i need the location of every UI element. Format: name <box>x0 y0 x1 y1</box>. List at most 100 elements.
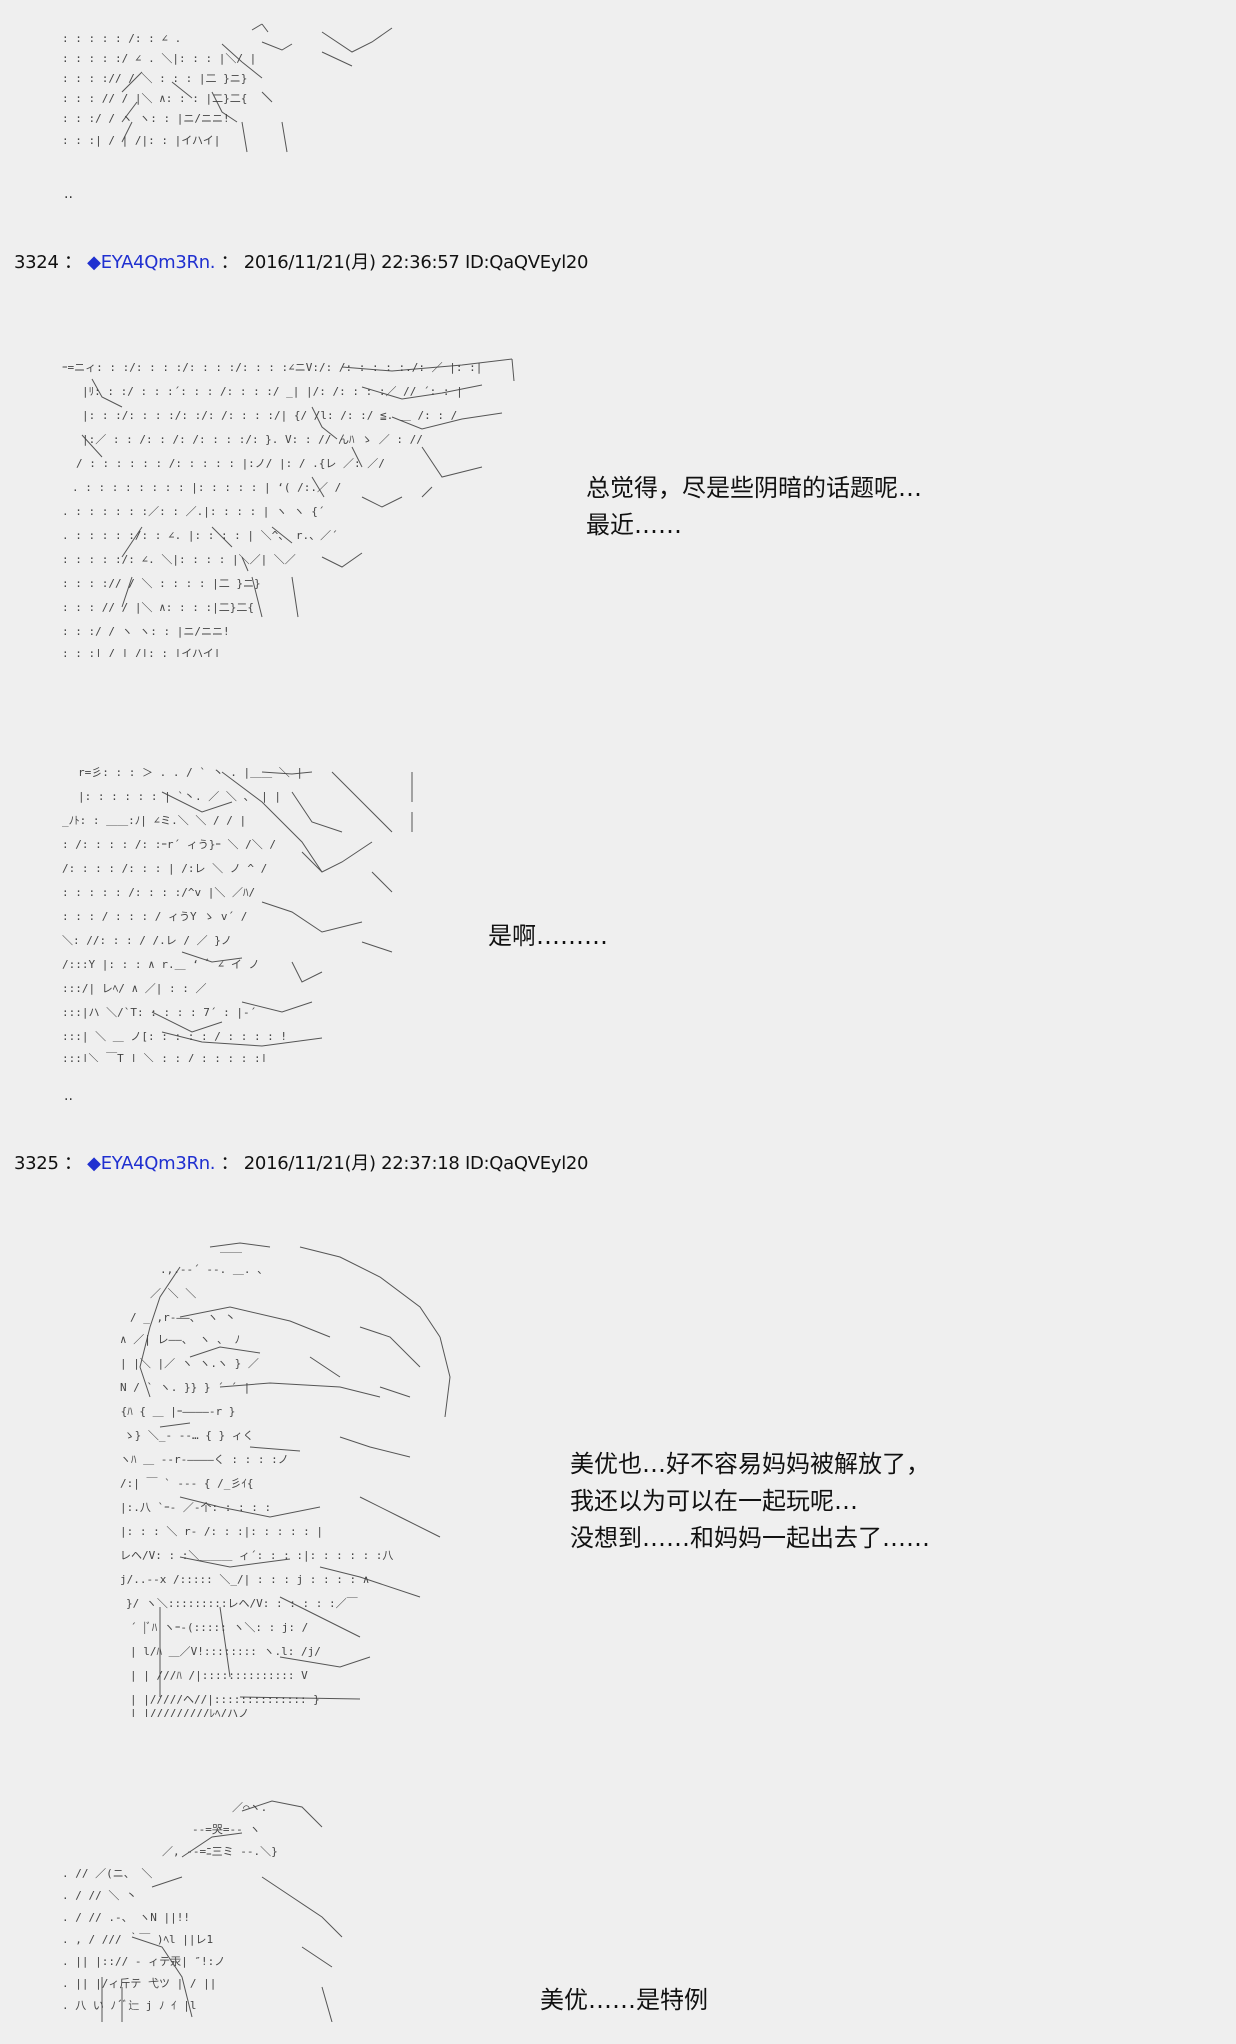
svg-text:: : : // / |＼ ∧: : : :|二}二: : : : // / |＼ ∧: : : :|二}二{ <box>62 601 254 614</box>
svg-text::::| ＼ ＿ ノ[: : : : : / : : :: :::| ＼ ＿ ノ[: : : : : / : : : : ! <box>62 1030 287 1043</box>
svg-text:| | ///ﾊ /|::::::::::: | | ///ﾊ /|:::::::::::::: V <box>130 1669 308 1682</box>
poster-name[interactable]: EYA4Qm3Rn. <box>100 252 216 273</box>
separator: ： <box>64 252 82 273</box>
svg-text:: : :| / | /|: : |イハイ: : : :| / | /|: : |イハイ| <box>62 647 220 657</box>
svg-text:ハ ゝ} ＼_- ‐‐… { }: ハ ゝ} ＼_- ‐‐… { } ィく <box>120 1429 254 1442</box>
svg-text:|ﾘ: : :/ : : :´: : : /: : : :/: |ﾘ: : :/ : : :´: : : /: : : :/ _| |/: /:… <box>82 385 463 398</box>
svg-text:＿＿: ＿＿ <box>220 1241 242 1254</box>
svg-text:: : :/ / ヽ ヽ: : |ニ/ニニ!: : : :/ / ヽ ヽ: : |ニ/ニニ! <box>62 625 230 638</box>
svg-text:. , / /// ｀￣ )ﾍl: . , / /// ｀￣ )ﾍl ||レ1 <box>62 1931 213 1946</box>
svg-text:. : : : : : :／: : ／.|: : : : |: . : : : : : :／: : ／.|: : : : | ヽ ヽ {´ <box>62 505 325 518</box>
svg-text:´ |ﾞﾊ ヽｰ-(::::: ヽ＼: :: ´ |ﾞﾊ ヽｰ-(::::: ヽ＼: : j: / <box>130 1621 308 1634</box>
separator: ： <box>64 1153 82 1174</box>
post-id[interactable]: ID:QaQVEyl20 <box>464 1153 589 1174</box>
ellipsis-mark: .. <box>64 1088 73 1104</box>
post-datetime: 2016/11/21(月) 22:37:18 <box>243 1153 460 1174</box>
art-sketch: ／⌒ヽ. ‐‐=哭=‐‐ ヽ ／, ‐‐=ﾆ三ミ ‐‐.＼} . // ／(ニ、… <box>62 1800 343 2022</box>
svg-text:／ ＼ ＼: ／ ＼ ＼ <box>150 1287 196 1300</box>
svg-text:: : :/ / ヽ ヽ: : |ニ/ニニ!: : : :/ / ヽ ヽ: : |ニ/ニニ! <box>62 112 230 125</box>
svg-text:| |/////ヘ//|:::::::::::: | |/////ヘ//|:::::::::::::: } <box>130 1693 320 1706</box>
caption-3: 美优也…好不容易妈妈被解放了， 我还以为可以在一起玩呢… 没想到……和妈妈一起出去了… <box>570 1446 930 1557</box>
caption-2: 是啊……… <box>488 918 608 955</box>
svg-text:ヽﾊ ＿ ‐-r‐――――く : : : :ノ: ヽﾊ ＿ ‐-r‐――――く : : : :ノ <box>120 1453 289 1466</box>
ellipsis-mark: .. <box>64 186 73 202</box>
svg-text:/{ﾊ { ＿ |ｰ――――‐r: /{ﾊ { ＿ |ｰ――――‐r } <box>120 1405 235 1418</box>
svg-text:レヘ/V: : :＼＿＿＿ ィ´: : : :|: : :: レヘ/V: : :＼＿＿＿ ィ´: : : :|: : : : : :八 <box>120 1549 393 1562</box>
svg-text:／⌒ヽ.: ／⌒ヽ. <box>232 1801 267 1814</box>
svg-text:.,.-‐´ ‐-. ＿. 、: .,.-‐´ ‐-. ＿. 、 <box>160 1263 268 1276</box>
svg-text:. 八 い ﾉ´ﾞ辷 j ﾉ ｲ |l: . 八 い ﾉ´ﾞ辷 j ﾉ ｲ |l <box>62 1999 197 2012</box>
post-number[interactable]: 3324 <box>14 252 59 273</box>
poster-name[interactable]: EYA4Qm3Rn. <box>100 1153 216 1174</box>
svg-text:: : : // / |＼ ∧: : : |二}二{: : : : // / |＼ ∧: : : |二}二{ <box>62 92 247 105</box>
art-sketch: r=彡: : : ＞ . . / ` 丶 . |＿＿ ＼ | |: : : : … <box>62 766 413 1062</box>
svg-text:| |/////////ﾚﾍ/ハノ: | |/////////ﾚﾍ/ハノ <box>130 1707 249 1717</box>
svg-text:|: : : : : : | `丶. ／ ＼: |: : : : : : | `丶. ／ ＼ 、 | | <box>78 790 281 803</box>
svg-text:r=彡: : : ＞ . . / ` 丶 .: r=彡: : : ＞ . . / ` 丶 . |＿＿ ＼ | <box>78 766 303 779</box>
svg-text:ｰ=ニィ: : :/: : : :/: : : :/: :: ｰ=ニィ: : :/: : : :/: : : :/: : : :∠ニV:/: … <box>62 361 482 374</box>
post-datetime: 2016/11/21(月) 22:36:57 <box>243 252 460 273</box>
caption-line: 是啊……… <box>488 922 608 950</box>
separator: ： <box>220 1153 239 1174</box>
svg-text:. // ／(ニ、 ＼: . // ／(ニ、 ＼ <box>62 1867 152 1880</box>
svg-text:/:::Y |: : : ∧ r.＿ ‘ ﾞ: /:::Y |: : : ∧ r.＿ ‘ ﾞ ∠ イ ノ <box>62 958 259 971</box>
svg-text:| l/ﾊ ＿／V!:::::::: ヽ.l: | l/ﾊ ＿／V!:::::::: ヽ.l: /j/ <box>130 1645 321 1658</box>
art-sketch: ＿＿ .,.-‐´ ‐-. ＿. 、 ／ ＼ ＼ / _ ,r‐――、 ヽ 丶 … <box>120 1241 451 1717</box>
separator: ： <box>220 252 239 273</box>
caption-4-partial: 美优……是特例 <box>540 1982 708 2019</box>
ascii-art-figure-1: ｰ=ニィ: : :/: : : :/: : : :/: : : :∠ニV:/: … <box>62 335 532 679</box>
svg-text:. : : : : : : : : |: : : : : |: . : : : : : : : : |: : : : : | ‘( /:.／ / <box>72 481 341 494</box>
svg-text:: : : :// / ＼ : : : |二 }ニ}: : : : :// / ＼ : : : |二 }ニ} <box>62 72 247 85</box>
svg-text::::/| レﾍ/ ∧ ／| : :: :::/| レﾍ/ ∧ ／| : : ／ <box>62 982 206 995</box>
post-number[interactable]: 3325 <box>14 1153 59 1174</box>
post-header-3324: 3324 ： ◆EYA4Qm3Rn. ： 2016/11/21(月) 22:36… <box>14 248 589 274</box>
svg-text:|: : :/: : : :/: :/: /: : : :/: |: : :/: : : :/: :/: /: : : :/| {/ /l: /… <box>82 409 457 422</box>
svg-text::::|＼ ￣T | ＼ : : / : : :: :::|＼ ￣T | ＼ : : / : : : : :| <box>62 1051 267 1062</box>
caption-line: 美优也…好不容易妈妈被解放了， <box>570 1450 930 1478</box>
svg-text:}/ ヽ＼:::::::::レヘ/V: : : : :: }/ ヽ＼:::::::::レヘ/V: : : : : :／￣ <box>126 1596 358 1610</box>
svg-text:. : : : : :/: : ∠. |: : : :: . : : : : :/: : ∠. |: : : : | ＼^、 r.、／´ <box>62 529 338 542</box>
caption-line: 美优……是特例 <box>540 1986 708 2014</box>
svg-text:. / // .-、 ヽN: . / // .-、 ヽN ||!! <box>62 1911 190 1924</box>
svg-text:: : :| / | /|: : |イハイ: : : :| / | /|: : |イハイ| <box>62 134 220 147</box>
svg-text:: : : : :/ ∠ . ＼|: : : |＼/ |: : : : : :/ ∠ . ＼|: : : |＼/ | <box>62 52 256 65</box>
caption-line: 没想到……和妈妈一起出去了…… <box>570 1524 930 1552</box>
caption-1: 总觉得，尽是些阴暗的话题呢… 最近…… <box>586 470 922 544</box>
svg-text:|:.八 `ｰ‐ ／‐个: : : : :: |:.八 `ｰ‐ ／‐个: : : : : <box>120 1501 271 1514</box>
svg-text:: /: : : : /: :ｰr´ ィう}ｰ ＼: : /: : : : /: :ｰr´ ィう}ｰ ＼ /＼ / <box>62 838 276 851</box>
svg-text:＼: //: : : / /.レ /: ＼: //: : : / /.レ / ／ }ノ <box>62 934 232 947</box>
svg-text:: : : : :/: ∠. ＼|: : : : |＼／: : : : : :/: ∠. ＼|: : : : |＼／| ＼／ <box>62 553 296 566</box>
svg-text:／, ‐‐=ﾆ三ミ ‐‐.＼}: ／, ‐‐=ﾆ三ミ ‐‐.＼} <box>162 1845 278 1858</box>
post-id[interactable]: ID:QaQVEyl20 <box>464 252 589 273</box>
svg-text:. / // ＼ 丶: . / // ＼ 丶 <box>62 1889 137 1902</box>
caption-line: 我还以为可以在一起玩呢… <box>570 1487 858 1515</box>
post-header-3325: 3325 ： ◆EYA4Qm3Rn. ： 2016/11/21(月) 22:37… <box>14 1149 589 1175</box>
svg-text:_ﾉﾄ: : ＿＿:ﾉ| ∠ミ.＼ ＼ /: _ﾉﾄ: : ＿＿:ﾉ| ∠ミ.＼ ＼ / / | <box>62 814 246 827</box>
svg-text::::|ハ ＼/`T: : : : : 7´ :: :::|ハ ＼/`T: : : : : 7´ : |-´ <box>62 1006 256 1019</box>
svg-text:: : : : : /: : : :/^v: : : : : : /: : : :/^v |＼ ／ﾊ/ <box>62 886 255 899</box>
svg-text:| |＼ |／ ヽ ヽ.ヽ } ／: | |＼ |／ ヽ ヽ.ヽ } ／ <box>120 1357 259 1370</box>
svg-text:∧ ／| レ――、 ヽ 、 ﾉ: ∧ ／| レ――、 ヽ 、 ﾉ <box>120 1333 240 1346</box>
svg-text:/ : : : : : : /: : : : : |:ノ/: / : : : : : : /: : : : : |:ノ/ |: / .{レ ／… <box>76 457 385 470</box>
ascii-art-figure-4: ／⌒ヽ. ‐‐=哭=‐‐ ヽ ／, ‐‐=ﾆ三ミ ‐‐.＼} . // ／(ニ、… <box>62 1775 402 2044</box>
ascii-art-figure-3: ＿＿ .,.-‐´ ‐-. ＿. 、 ／ ＼ ＼ / _ ,r‐――、 ヽ 丶 … <box>120 1215 460 1739</box>
svg-text:. || |/ィ斤テ 弋ツ | / ||: . || |/ィ斤テ 弋ツ | / || <box>62 1977 216 1990</box>
trip-diamond-icon: ◆ <box>87 1153 101 1174</box>
svg-text:: : : : : /: : ∠ .: : : : : : /: : ∠ . <box>62 32 181 45</box>
svg-text:/: : : : /: : : | /:レ: /: : : : /: : : | /:レ ＼ ノ ^ / <box>62 862 267 875</box>
svg-text:. || |::// - ィテ汞| ″!: . || |::// - ィテ汞| ″!:ノ <box>62 1955 225 1968</box>
svg-text:j/..‐‐x /::::: ＼_/| : : : j :: j/..‐‐x /::::: ＼_/| : : : j : : : : ∧ <box>120 1573 369 1586</box>
caption-line: 总觉得，尽是些阴暗的话题呢… <box>586 474 922 502</box>
svg-text:/:| ￣ ` ‐‐‐ { /_彡: /:| ￣ ` ‐‐‐ { /_彡ｲ{ <box>120 1476 253 1490</box>
caption-line: 最近…… <box>586 511 682 539</box>
svg-text:/ _ ,r‐――、 ヽ 丶: / _ ,r‐――、 ヽ 丶 <box>130 1311 236 1324</box>
art-sketch: : : : : : /: : ∠ . : : : : :/ ∠ . ＼|: : … <box>62 23 393 153</box>
ascii-art-top-fragment: : : : : : /: : ∠ . : : : : :/ ∠ . ＼|: : … <box>62 0 422 184</box>
svg-text:‐‐=哭=‐‐ ヽ: ‐‐=哭=‐‐ ヽ <box>192 1823 260 1836</box>
ascii-art-figure-2: r=彡: : : ＞ . . / ` 丶 . |＿＿ ＼ | |: : : : … <box>62 740 442 1084</box>
svg-text:: : : / : : : /: : : : / : : : / ィうY ゝ v´ / <box>62 910 247 923</box>
svg-text:|: : : ＼ r‐ /: : :|: :: |: : : ＼ r‐ /: : :|: : : : : | <box>120 1525 323 1538</box>
svg-text:|:／ : : /: : /: /: : : :/: }.: |:／ : : /: : /: /: : : :/: }. V: : // んﾊ… <box>82 433 423 446</box>
art-sketch: ｰ=ニィ: : :/: : : :/: : : :/: : : :∠ニV:/: … <box>62 358 515 657</box>
trip-diamond-icon: ◆ <box>87 252 101 273</box>
